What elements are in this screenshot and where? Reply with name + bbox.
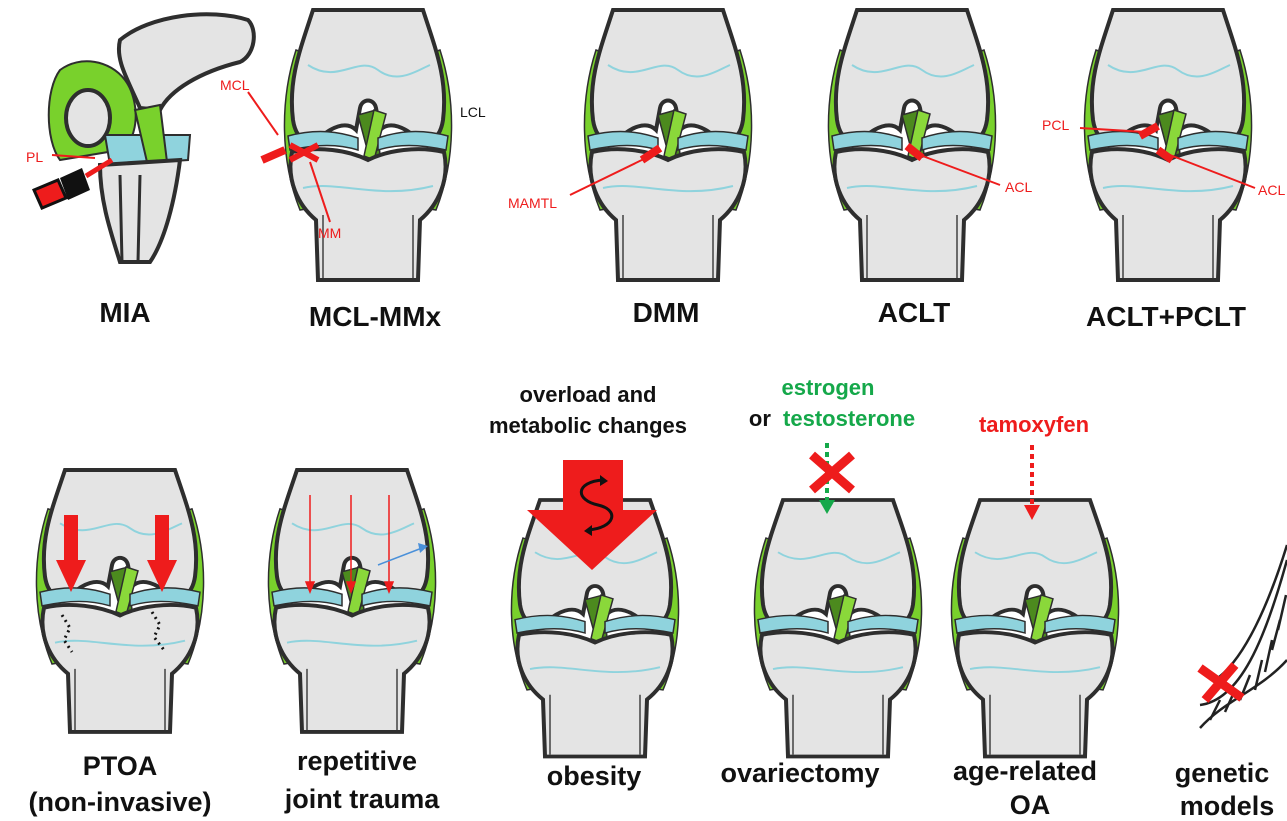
ovariectomy-note-line2: or testosterone — [749, 406, 915, 431]
ovariectomy-panel: estrogen or testosterone ovariectomy — [720, 375, 921, 788]
ptoa-knee-illustration — [36, 470, 203, 732]
aclt-panel: ACL ACLT — [828, 10, 1032, 328]
ovariectomy-note-prefix: or — [749, 406, 771, 431]
mcl-label: MCL — [220, 77, 250, 93]
age-related-caption-line2: OA — [1010, 790, 1051, 820]
obesity-panel: overload and metabolic changes obesity — [489, 382, 687, 791]
acl2-label: ACL — [1258, 182, 1285, 198]
dna-helix-icon — [1200, 545, 1287, 728]
mia-knee-illustration — [49, 14, 254, 262]
ovariectomy-caption: ovariectomy — [720, 758, 879, 788]
obesity-caption: obesity — [547, 761, 642, 791]
age-related-panel: tamoxyfen age-related OA — [951, 412, 1118, 820]
mamtl-label: MAMTL — [508, 195, 557, 211]
repetitive-caption-line1: repetitive — [297, 746, 417, 776]
aclt-caption: ACLT — [878, 297, 951, 328]
ptoa-panel: PTOA (non-invasive) — [28, 470, 211, 817]
lcl-label: LCL — [460, 104, 486, 120]
dmm-caption: DMM — [633, 297, 700, 328]
mcl-cut-mark — [262, 150, 285, 160]
tamoxyfen-note: tamoxyfen — [979, 412, 1089, 437]
ptoa-caption-line1: PTOA — [83, 751, 158, 781]
mm-label: MM — [318, 225, 341, 241]
mia-panel: PL MIA — [26, 14, 254, 328]
blocked-cross-icon — [812, 455, 852, 490]
mia-caption: MIA — [99, 297, 150, 328]
dmm-knee-illustration — [584, 10, 751, 280]
age-related-knee-illustration — [951, 500, 1118, 757]
pl-label: PL — [26, 149, 43, 165]
acl-label: ACL — [1005, 179, 1032, 195]
ovariectomy-knee-illustration — [754, 500, 921, 757]
pcl-label: PCL — [1042, 117, 1069, 133]
age-related-caption-line1: age-related — [953, 756, 1097, 786]
mcl-mmx-knee-illustration — [284, 10, 451, 280]
mcl-mmx-caption: MCL-MMx — [309, 301, 442, 332]
aclt-pclt-knee-illustration — [1084, 10, 1251, 280]
obesity-note-line2: metabolic changes — [489, 413, 687, 438]
mcl-mmx-panel: MCL LCL MM MCL-MMx — [220, 10, 486, 332]
dmm-panel: MAMTL DMM — [508, 10, 752, 328]
aclt-pclt-caption: ACLT+PCLT — [1086, 301, 1246, 332]
obesity-note-line1: overload and — [520, 382, 657, 407]
repetitive-trauma-panel: repetitive joint trauma — [268, 470, 440, 814]
genetic-caption-line2: models — [1180, 791, 1275, 821]
repetitive-knee-illustration — [268, 470, 435, 732]
genetic-caption-line1: genetic — [1175, 758, 1270, 788]
aclt-pclt-panel: PCL ACL ACLT+PCLT — [1042, 10, 1285, 332]
repetitive-caption-line2: joint trauma — [284, 784, 440, 814]
ptoa-caption-line2: (non-invasive) — [28, 787, 211, 817]
genetic-panel: genetic models — [1175, 545, 1287, 821]
ovariectomy-note-hormone: testosterone — [783, 406, 915, 431]
mcl-pointer — [248, 92, 278, 135]
ovariectomy-note-line1: estrogen — [782, 375, 875, 400]
